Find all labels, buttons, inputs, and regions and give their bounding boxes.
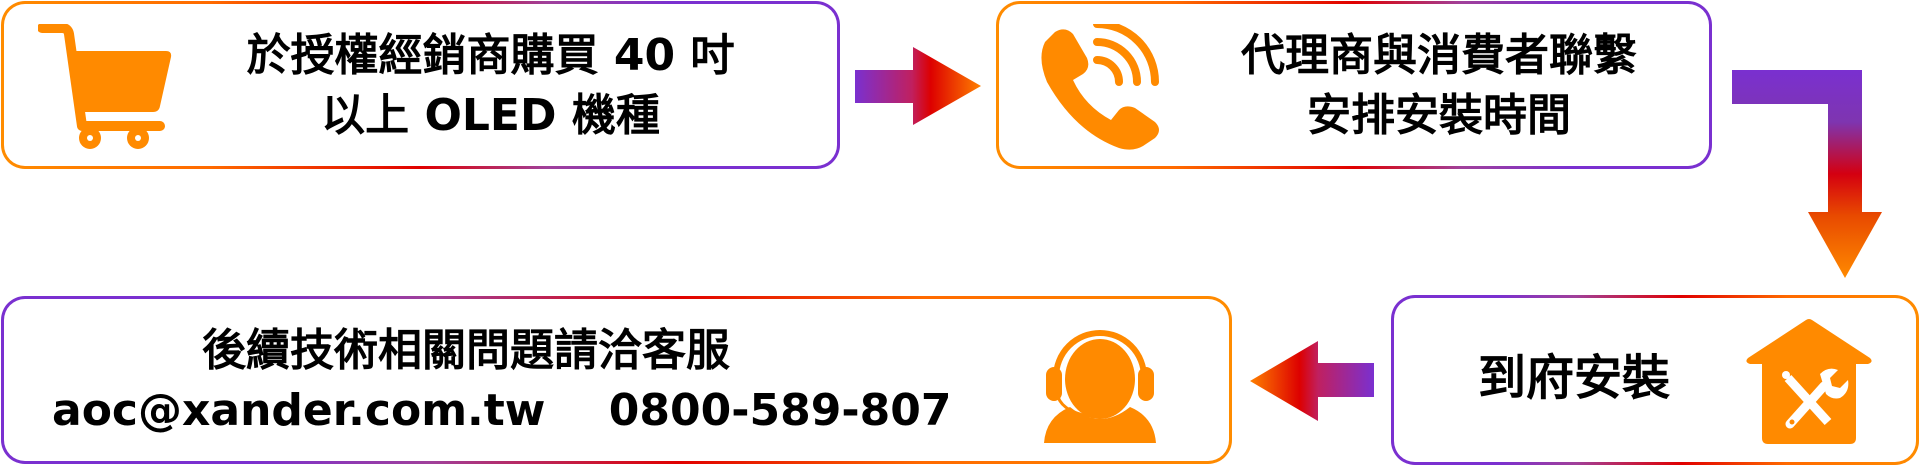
step-2-box: 代理商與消費者聯繫 安排安裝時間 [996, 1, 1712, 169]
step-3-box: 到府安裝 [1391, 295, 1919, 465]
step-4-box: 後續技術相關問題請洽客服 aoc@xander.com.tw 0800-589-… [1, 296, 1232, 464]
step-2-text: 代理商與消費者聯繫 安排安裝時間 [1189, 26, 1689, 146]
phone-call-icon [1041, 24, 1159, 150]
arrow-left-icon [1250, 341, 1374, 421]
support-phone-link[interactable]: 0800-589-807 [608, 385, 952, 436]
arrow-right-icon [855, 47, 981, 125]
step-4-contact-line: aoc@xander.com.tw 0800-589-807 [34, 381, 1024, 441]
step-4-text: 後續技術相關問題請洽客服 aoc@xander.com.tw 0800-589-… [34, 321, 1024, 441]
shopping-cart-icon [38, 24, 172, 149]
customer-service-headset-icon [1044, 330, 1156, 443]
support-email-link[interactable]: aoc@xander.com.tw [52, 385, 546, 436]
step-1-text: 於授權經銷商購買 40 吋 以上 OLED 機種 [184, 26, 797, 146]
arrow-elbow-down-icon [1732, 70, 1882, 278]
step-1-line-1: 於授權經銷商購買 40 吋 [246, 30, 735, 81]
house-tools-icon [1746, 319, 1872, 444]
step-2-line-1: 代理商與消費者聯繫 [1241, 30, 1637, 81]
step-4-line-1: 後續技術相關問題請洽客服 [202, 325, 730, 376]
step-1-box: 於授權經銷商購買 40 吋 以上 OLED 機種 [1, 1, 840, 169]
step-3-text: 到府安裝 [1477, 350, 1670, 406]
step-2-line-2: 安排安裝時間 [1307, 90, 1571, 141]
step-1-line-2: 以上 OLED 機種 [321, 90, 660, 141]
